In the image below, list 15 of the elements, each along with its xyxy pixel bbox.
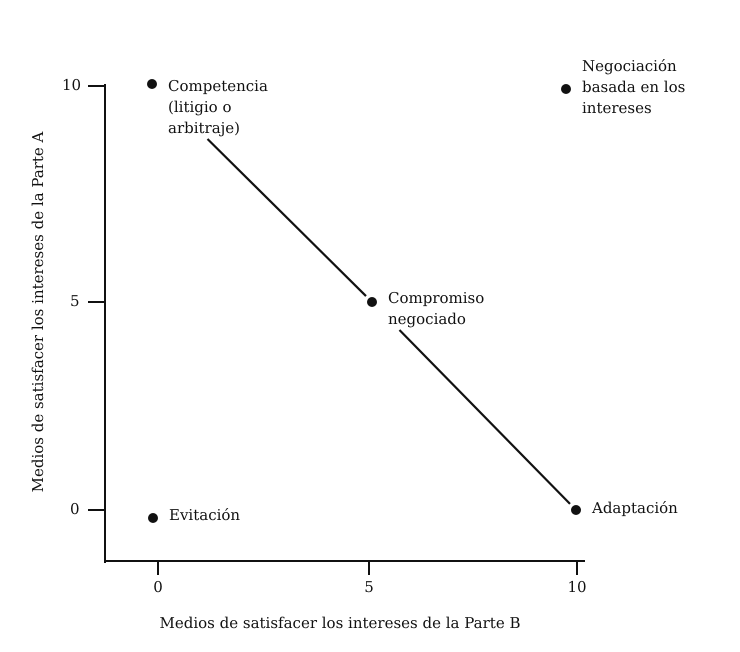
point-label: Competencia (litigio o arbitraje)	[168, 76, 269, 139]
axis-title: Medios de satisfacer los intereses de la Parte B	[160, 614, 520, 632]
tick-label: 5	[70, 292, 80, 310]
tick-label: 5	[364, 578, 374, 596]
point-label: Adaptación	[592, 498, 679, 519]
tick-label: 10	[567, 578, 587, 596]
tick-label: 0	[70, 500, 80, 518]
connector-line	[398, 329, 571, 505]
point-label: Compromiso negociado	[388, 288, 486, 330]
tick-label: 0	[153, 578, 163, 596]
point-label: Negociación basada en los intereses	[582, 56, 686, 119]
tick-label: 10	[62, 76, 82, 94]
connector-line	[206, 138, 367, 297]
axis-title: Medios de satisfacer los intereses de la Parte A	[29, 132, 47, 492]
point-label: Evitación	[169, 505, 242, 526]
